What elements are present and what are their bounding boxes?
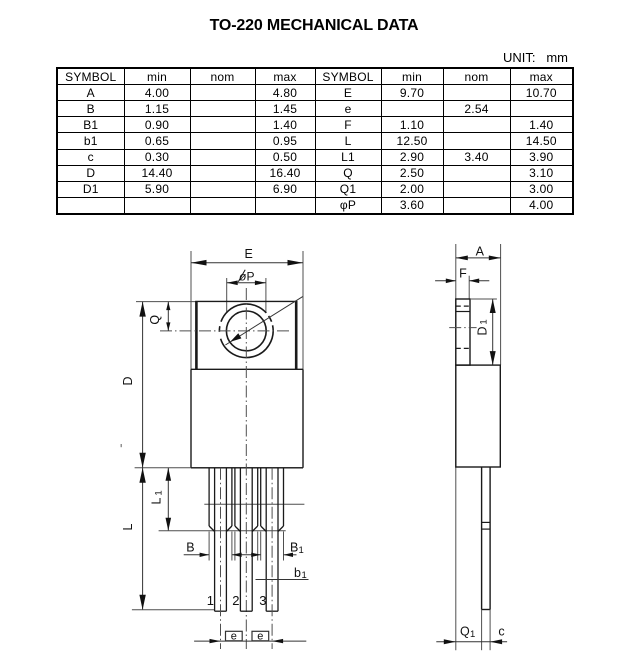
svg-text:c: c xyxy=(498,625,504,639)
svg-text:F: F xyxy=(459,267,467,281)
svg-text:P: P xyxy=(247,270,255,284)
svg-text:e: e xyxy=(231,631,237,643)
svg-text:b: b xyxy=(294,566,301,580)
svg-text:2: 2 xyxy=(232,593,239,608)
svg-text:1: 1 xyxy=(302,570,307,581)
svg-text:ø: ø xyxy=(239,270,247,284)
svg-text:D: D xyxy=(121,376,135,385)
svg-text:A: A xyxy=(476,245,485,259)
svg-text:D: D xyxy=(476,326,490,335)
svg-text:B: B xyxy=(186,541,194,555)
svg-text:L: L xyxy=(150,497,164,504)
svg-text:e: e xyxy=(257,631,263,643)
svg-text:Q: Q xyxy=(460,625,470,639)
svg-text:B: B xyxy=(290,541,298,555)
svg-text:L: L xyxy=(121,523,135,530)
svg-text:1: 1 xyxy=(154,490,165,495)
svg-text:3: 3 xyxy=(259,593,266,608)
svg-text:1: 1 xyxy=(207,593,214,608)
svg-text:1: 1 xyxy=(299,545,304,556)
svg-text:1: 1 xyxy=(470,629,475,640)
svg-text:1: 1 xyxy=(479,319,490,324)
svg-text:Q: Q xyxy=(148,315,162,325)
svg-text:E: E xyxy=(245,247,253,261)
